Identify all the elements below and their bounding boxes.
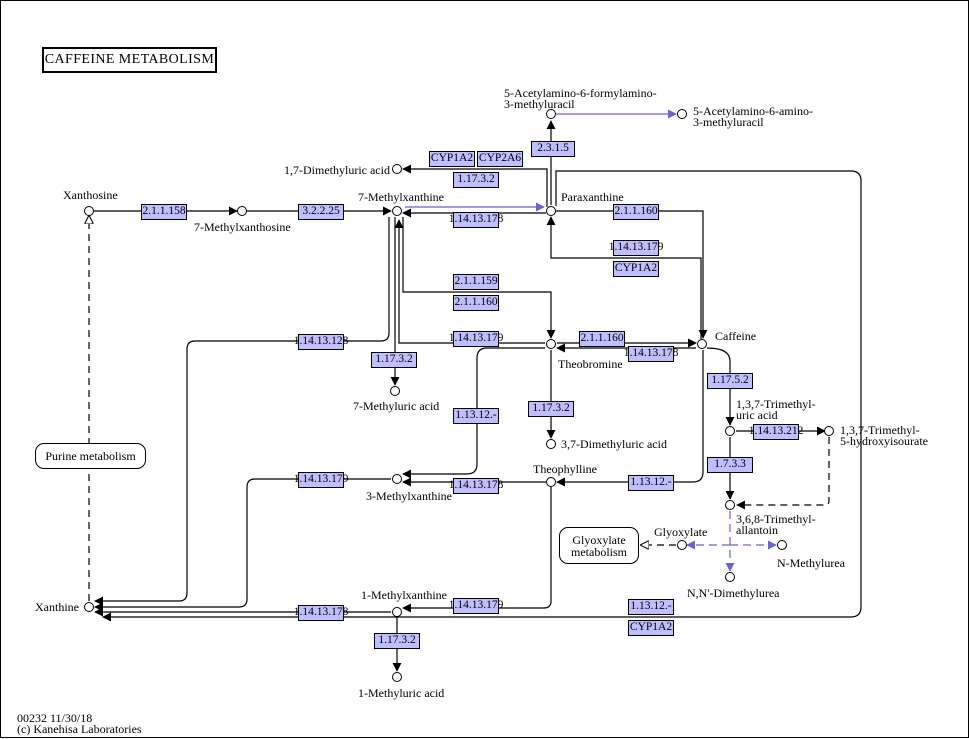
compound-label: 7-Methylxanthine: [358, 190, 444, 204]
compound-label: 3,7-Dimethyluric acid: [561, 437, 667, 451]
enzyme-box[interactable]: 1.14.13.128: [294, 334, 348, 350]
compound-label: allantoin: [736, 523, 778, 537]
compound-node[interactable]: [546, 439, 556, 449]
glyoxylate-metabolism-map-link[interactable]: Glyoxylate metabolism: [559, 527, 639, 564]
compound-label: Theobromine: [558, 357, 623, 371]
compound-node[interactable]: [392, 164, 402, 174]
enzyme-box[interactable]: CYP1A2: [429, 151, 475, 167]
compound-label: 1,7-Dimethyluric acid: [284, 163, 390, 177]
compound-node[interactable]: [677, 109, 687, 119]
compound-node[interactable]: [546, 339, 556, 349]
enzyme-box[interactable]: 2.1.1.160: [579, 331, 625, 347]
compound-label: N,N'-Dimethylurea: [687, 586, 780, 600]
compound-node[interactable]: [392, 672, 402, 682]
compound-node[interactable]: [777, 540, 787, 550]
compound-label: Theophylline: [533, 462, 597, 476]
enzyme-box[interactable]: 1.17.3.2: [528, 401, 574, 417]
compound-label: 7-Methylxanthosine: [194, 220, 291, 234]
enzyme-box[interactable]: 1.17.3.2: [371, 352, 417, 368]
compound-label: 3-methyluracil: [693, 115, 764, 129]
enzyme-box[interactable]: 1.14.13.179: [449, 331, 503, 347]
compound-label: Xanthosine: [63, 188, 118, 202]
map-title[interactable]: CAFFEINE METABOLISM: [42, 47, 217, 73]
compound-label: Caffeine: [715, 329, 757, 343]
compound-node[interactable]: [392, 607, 402, 617]
compound-label: 5-Acetylamino-6-formylamino-: [504, 86, 657, 100]
enzyme-box[interactable]: 1.17.3.2: [453, 172, 499, 188]
compound-label: 5-Acetylamino-6-amino-: [693, 104, 813, 118]
compound-node[interactable]: [697, 339, 707, 349]
compound-label: 1-Methylxanthine: [361, 588, 447, 602]
enzyme-box[interactable]: 1.14.13.178: [624, 346, 678, 362]
compound-label: 5-hydroxyisourate: [840, 434, 928, 448]
compound-node[interactable]: [392, 206, 402, 216]
enzyme-box[interactable]: 2.3.1.5: [531, 141, 575, 157]
enzyme-box[interactable]: 1.7.3.3: [707, 457, 753, 473]
enzyme-box[interactable]: 1.13.12.-: [628, 475, 674, 491]
enzyme-box[interactable]: 1.14.13.178: [449, 212, 503, 228]
compound-label: 3-Methylxanthine: [366, 489, 452, 503]
map-id-date: 00232 11/30/18: [17, 711, 93, 725]
enzyme-box[interactable]: 1.14.13.179: [609, 240, 663, 256]
purine-metabolism-map-link[interactable]: Purine metabolism: [35, 443, 146, 469]
compound-node[interactable]: [392, 474, 402, 484]
enzyme-box[interactable]: 2.1.1.159: [453, 274, 499, 290]
copyright: (c) Kanehisa Laboratories: [17, 722, 142, 736]
enzyme-box[interactable]: 1.13.12.-: [453, 408, 499, 424]
enzyme-box[interactable]: 2.1.1.160: [453, 295, 499, 311]
compound-node[interactable]: [390, 386, 400, 396]
enzyme-box[interactable]: CYP1A2: [613, 261, 659, 277]
enzyme-box[interactable]: CYP1A2: [628, 620, 674, 636]
compound-label: 3-methyluracil: [504, 97, 575, 111]
compound-node[interactable]: [237, 206, 247, 216]
map-link-line: metabolism: [571, 544, 627, 559]
enzyme-box[interactable]: 2.1.1.160: [613, 204, 659, 220]
compound-label: Xanthine: [35, 600, 79, 614]
compound-node[interactable]: [546, 206, 556, 216]
compound-label: N-Methylurea: [777, 556, 845, 570]
compound-node[interactable]: [546, 109, 556, 119]
compound-node[interactable]: [84, 206, 94, 216]
enzyme-box[interactable]: CYP2A6: [477, 151, 523, 167]
enzyme-box[interactable]: 3.2.2.25: [298, 204, 344, 220]
compound-node[interactable]: [84, 602, 94, 612]
compound-label: 1-Methyluric acid: [358, 686, 445, 700]
compound-label: Glyoxylate: [654, 525, 708, 539]
enzyme-box[interactable]: 1.14.13.179: [449, 598, 503, 614]
compound-label: 7-Methyluric acid: [353, 399, 440, 413]
enzyme-box[interactable]: 1.17.3.2: [374, 633, 420, 649]
compound-node[interactable]: [824, 426, 834, 436]
enzyme-box[interactable]: 1.14.13.178: [449, 478, 503, 494]
compound-label: 1,3,7-Trimethyl-: [840, 423, 920, 437]
enzyme-box[interactable]: 1.14.13.178: [294, 605, 348, 621]
compound-node[interactable]: [725, 500, 735, 510]
map-link-line: Glyoxylate: [572, 532, 626, 547]
enzyme-box[interactable]: 1.13.12.-: [628, 599, 674, 615]
enzyme-box[interactable]: 1.17.5.2: [707, 373, 753, 389]
compound-node[interactable]: [677, 540, 687, 550]
compound-node[interactable]: [546, 477, 556, 487]
compound-label: Paraxanthine: [561, 190, 624, 204]
compound-label: uric acid: [736, 408, 778, 422]
compound-label: 1,3,7-Trimethyl-: [736, 397, 816, 411]
compound-node[interactable]: [725, 426, 735, 436]
compound-node[interactable]: [725, 572, 735, 582]
enzyme-box[interactable]: 2.1.1.158: [141, 204, 187, 220]
compound-label: 3,6,8-Trimethyl-: [736, 512, 816, 526]
enzyme-box[interactable]: 1.14.13.179: [294, 472, 348, 488]
enzyme-box[interactable]: 1.14.13.212: [749, 424, 803, 440]
